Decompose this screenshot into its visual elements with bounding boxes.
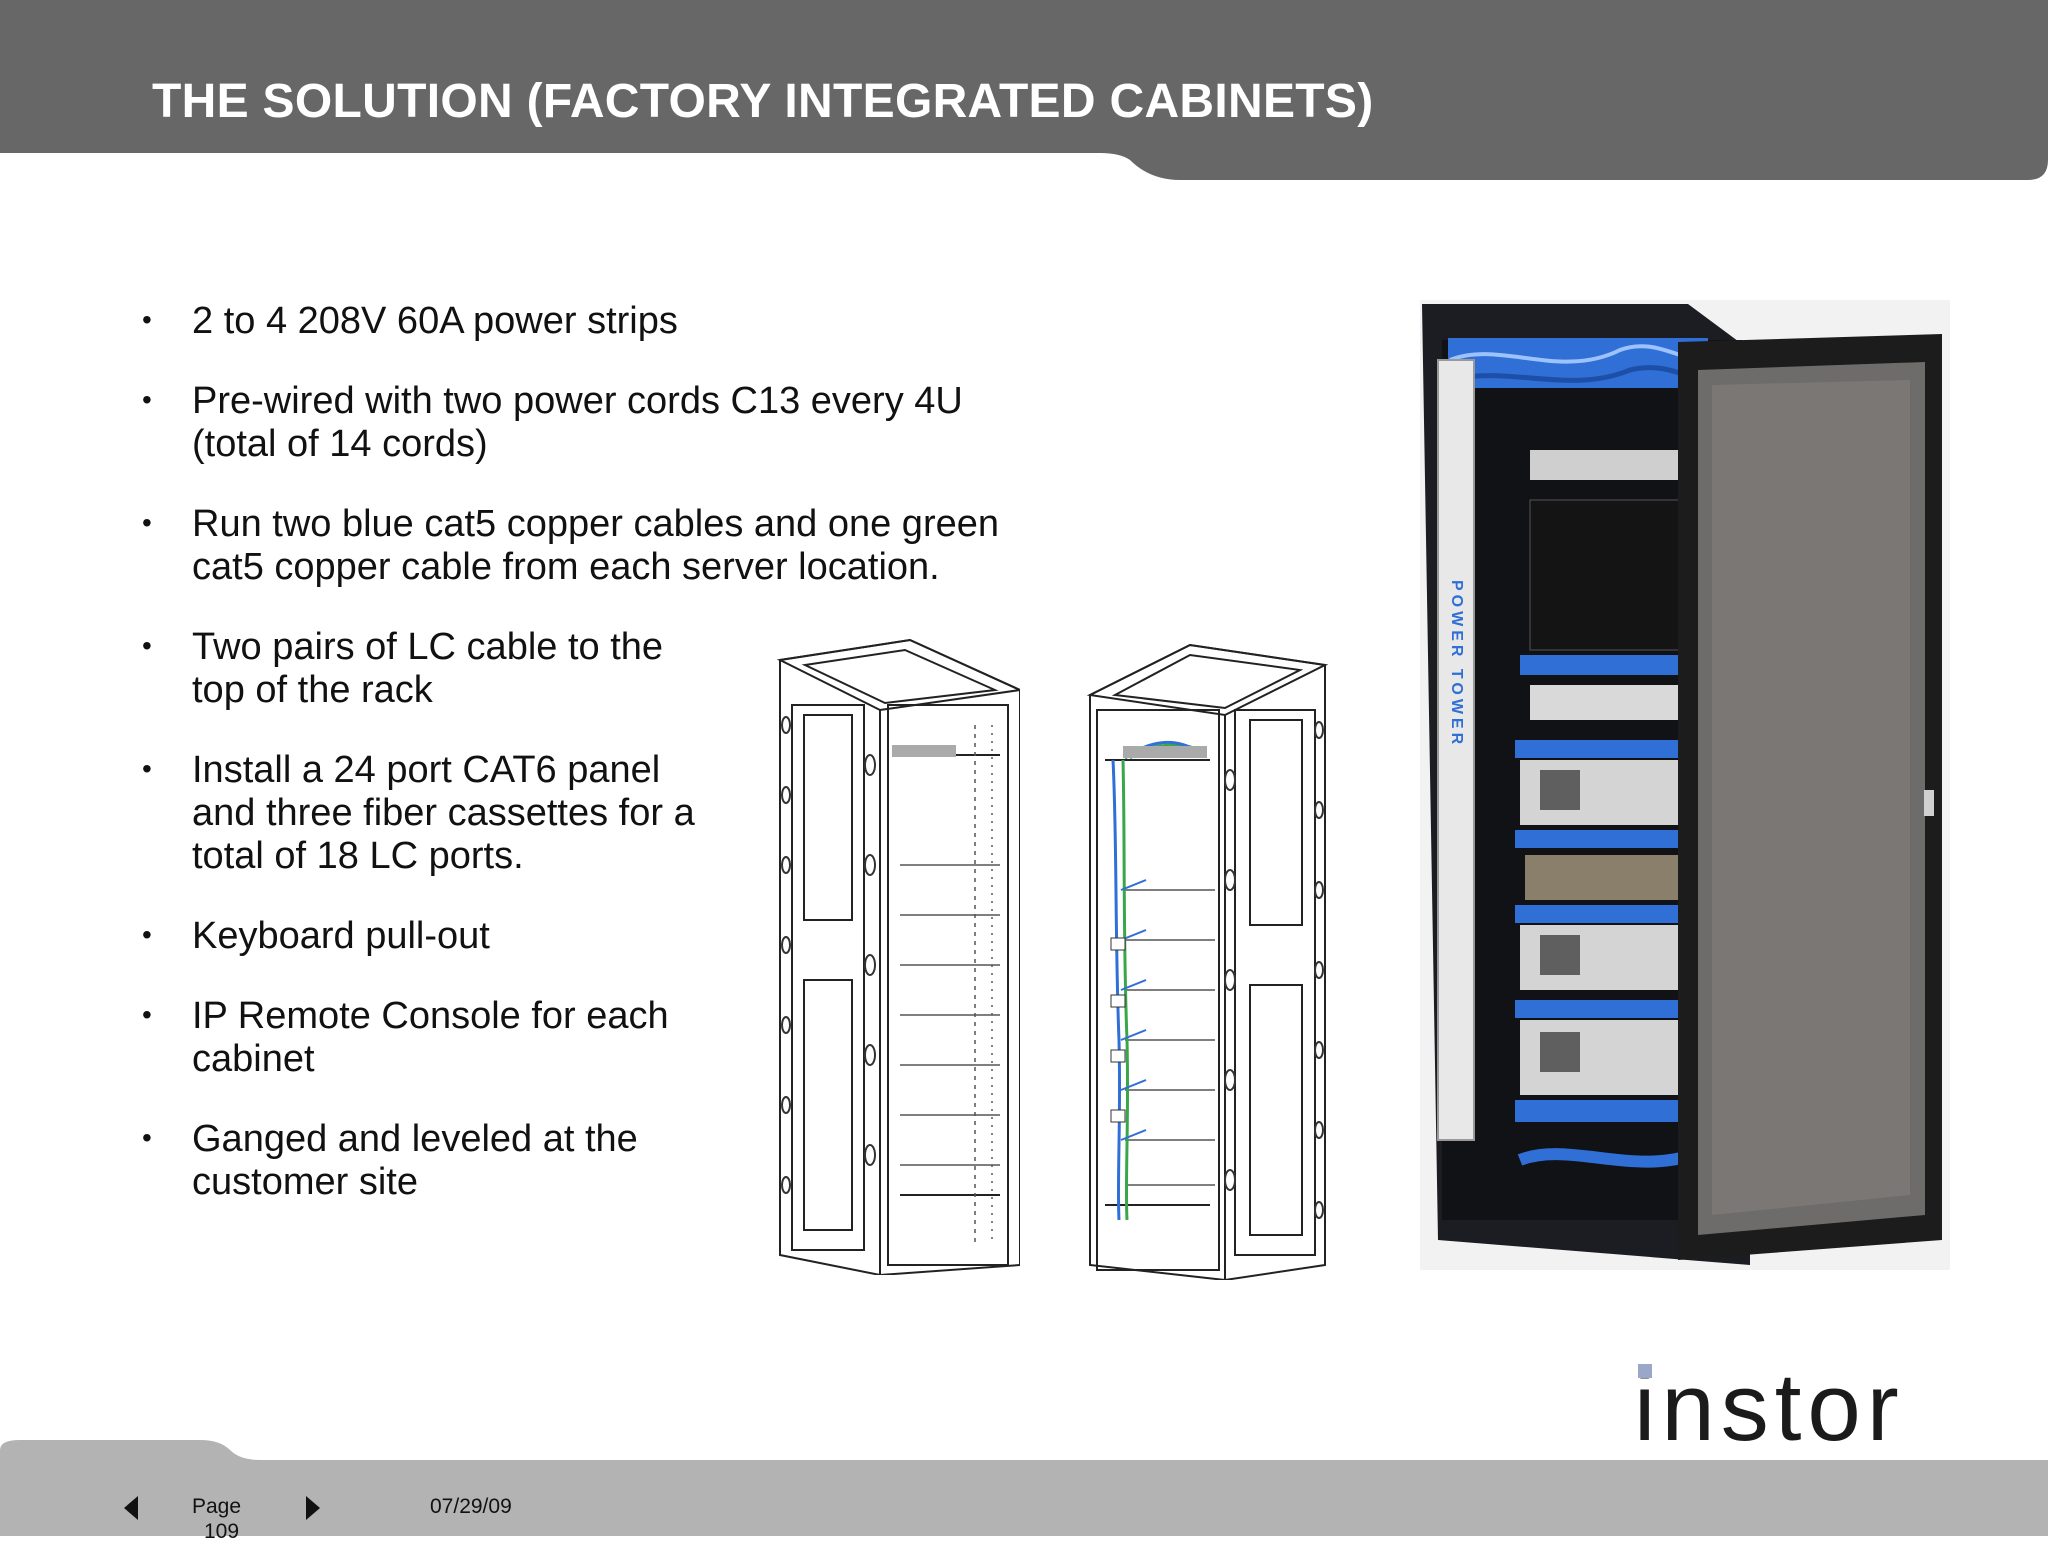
bullet-item: • Keyboard pull-out [138,915,1058,958]
triangle-right-icon[interactable] [302,1494,324,1522]
slide-footer [0,1430,2048,1536]
bullet-line: Keyboard pull-out [192,915,490,957]
bullet-item: • Pre-wired with two power cords C13 eve… [138,380,1058,466]
bullet-list: • 2 to 4 208V 60A power strips • Pre-wir… [138,300,1058,1241]
bullet-item: • Two pairs of LC cable to the top of th… [138,626,1058,712]
page-label: Page [192,1495,242,1518]
cabinet-photo: POWER TOWER [1420,300,1950,1270]
bullet-glyph: • [142,999,152,1030]
rack-frame-drawing [776,638,1020,1275]
bullet-item: • Run two blue cat5 copper cables and on… [138,503,1058,589]
bullet-line: Install a 24 port CAT6 panel [192,749,661,791]
bullet-line: customer site [192,1161,418,1203]
bullet-line: total of 18 LC ports. [192,835,524,877]
bullet-line: and three fiber cassettes for a [192,792,695,834]
footer-band [0,1440,2048,1536]
bullet-glyph: • [142,919,152,950]
bullet-item: • Install a 24 port CAT6 panel and three… [138,749,1058,878]
bullet-glyph: • [142,304,152,335]
bullet-glyph: • [142,507,152,538]
bullet-glyph: • [142,384,152,415]
bullet-glyph: • [142,753,152,784]
page-number: 109 [204,1520,240,1543]
bullet-line: Ganged and leveled at the [192,1118,638,1160]
logo-text: instor [1634,1360,1905,1460]
rack-cabled-drawing [1086,643,1329,1280]
slide-header: THE SOLUTION (FACTORY INTEGRATED CABINET… [0,0,2048,180]
bullet-line: 2 to 4 208V 60A power strips [192,300,678,342]
bullet-line: cabinet [192,1038,315,1080]
slide-title: THE SOLUTION (FACTORY INTEGRATED CABINET… [152,75,1374,128]
bullet-item: • IP Remote Console for each cabinet [138,995,1058,1081]
triangle-left-icon[interactable] [120,1494,142,1522]
bullet-glyph: • [142,630,152,661]
bullet-line: Run two blue cat5 copper cables and one … [192,503,999,545]
bullet-line: top of the rack [192,669,433,711]
instor-logo: instor [1634,1360,1905,1460]
bullet-line: IP Remote Console for each [192,995,669,1037]
bullet-line: Pre-wired with two power cords C13 every… [192,380,963,422]
bullet-item: • 2 to 4 208V 60A power strips [138,300,1058,343]
power-tower-label: POWER TOWER [1448,580,1465,748]
bullet-item: • Ganged and leveled at the customer sit… [138,1118,1058,1204]
bullet-line: cat5 copper cable from each server locat… [192,546,940,588]
header-band [0,0,2048,180]
bullet-line: Two pairs of LC cable to the [192,626,664,668]
bullet-line: (total of 14 cords) [192,423,488,465]
bullet-glyph: • [142,1122,152,1153]
footer-date: 07/29/09 [430,1495,512,1518]
